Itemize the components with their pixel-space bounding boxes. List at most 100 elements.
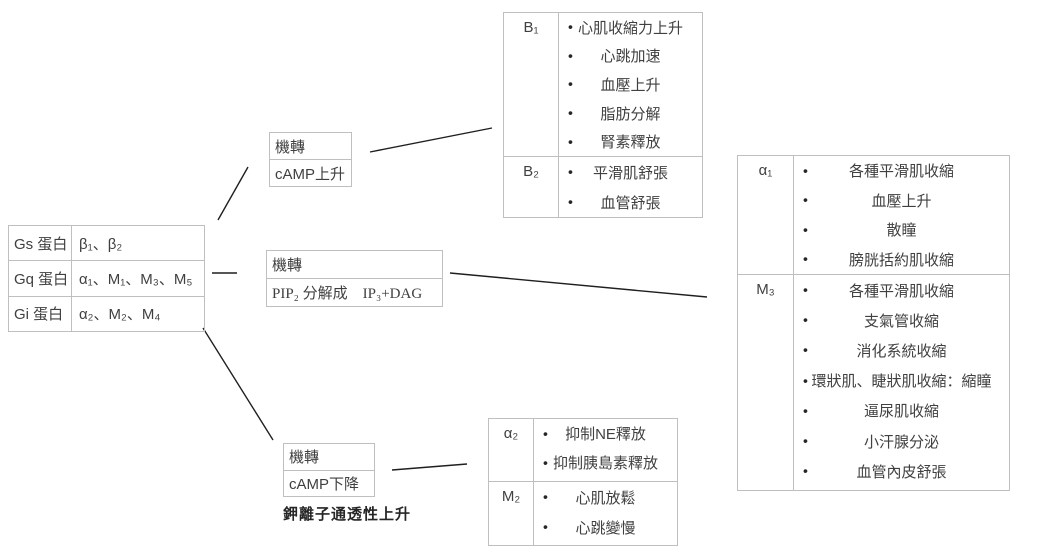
- g-protein-table-row: Gi 蛋白 α₂、M₂、M₄: [9, 295, 204, 331]
- connector-pip2-to-alpha1-m3-table: [449, 272, 708, 298]
- b1-receptor-label: B₁: [504, 13, 559, 156]
- bullet-icon: •: [803, 250, 808, 267]
- mechanism-box-title: 機轉: [289, 449, 320, 467]
- bullet-icon: •: [543, 488, 548, 505]
- b2-section: B₂ • 平滑肌舒張 • 血管舒張: [504, 156, 702, 217]
- mechanism-box-camp-up: 機轉 cAMP上升: [269, 132, 352, 187]
- connector-camp-down-to-alpha2-m2-table: [391, 463, 468, 471]
- bullet-icon: •: [803, 432, 808, 449]
- m3-section: M₃ • 各種平滑肌收縮 • 支氣管收縮 • 消化系統收縮 • 環狀肌、睫狀肌收…: [738, 274, 1009, 490]
- effect-item: • 抑制胰島素釋放: [534, 448, 677, 477]
- effect-text: 腎素釋放: [600, 134, 661, 152]
- effect-text: 各種平滑肌收縮: [848, 163, 954, 181]
- alpha2-m2-receptor-table: α₂ • 抑制NE釋放 • 抑制胰島素釋放 M₂ • 心肌放鬆: [488, 418, 678, 546]
- effect-text: 消化系統收縮: [856, 342, 947, 360]
- effect-text: 散瞳: [886, 222, 917, 240]
- effect-text: 各種平滑肌收縮: [848, 282, 954, 300]
- bullet-icon: •: [803, 372, 808, 389]
- connector-gi-to-camp-down: [202, 327, 274, 441]
- effect-item: • 脂肪分解: [559, 99, 702, 128]
- b1-section: B₁ • 心肌收縮力上升 • 心跳加速 • 血壓上升 • 脂肪分解: [504, 13, 702, 156]
- effect-item: • 抑制NE釋放: [534, 419, 677, 448]
- beta-receptor-table: B₁ • 心肌收縮力上升 • 心跳加速 • 血壓上升 • 脂肪分解: [503, 12, 703, 218]
- effect-item: • 小汗腺分泌: [794, 426, 1009, 456]
- g-protein-receptors-cell: α₁、M₁、M₃、M₅: [79, 270, 193, 288]
- bullet-icon: •: [803, 221, 808, 238]
- effect-item: • 消化系統收縮: [794, 335, 1009, 365]
- b1-effect-list: • 心肌收縮力上升 • 心跳加速 • 血壓上升 • 脂肪分解 • 腎素釋放: [559, 13, 702, 156]
- effect-text: 血壓上升: [871, 192, 932, 210]
- effect-item: • 膀胱括約肌收縮: [794, 245, 1009, 275]
- g-protein-receptors-cell: α₂、M₂、M₄: [79, 306, 161, 324]
- bullet-icon: •: [543, 424, 548, 441]
- bullet-icon: •: [568, 104, 573, 121]
- bullet-icon: •: [568, 47, 573, 64]
- effect-text: 支氣管收縮: [863, 312, 939, 330]
- effect-item: • 逼尿肌收縮: [794, 396, 1009, 426]
- b2-effect-list: • 平滑肌舒張 • 血管舒張: [559, 157, 702, 217]
- g-protein-table: Gs 蛋白 β₁、β₂ Gq 蛋白 α₁、M₁、M₃、M₅ Gi 蛋白 α₂、M…: [8, 225, 205, 332]
- mechanism-box-pip2: 機轉 PIP₂ 分解成 IP₃+DAG: [266, 250, 443, 307]
- m2-section: M₂ • 心肌放鬆 • 心跳變慢: [489, 481, 677, 545]
- mechanism-box-value: cAMP上升: [270, 159, 351, 186]
- effect-text: 平滑肌舒張: [592, 164, 668, 182]
- effect-text: 環狀肌、睫狀肌收縮：縮瞳: [811, 373, 992, 391]
- effect-item: • 血管內皮舒張: [794, 456, 1009, 486]
- effect-item: • 平滑肌舒張: [559, 157, 702, 187]
- effect-text: 小汗腺分泌: [863, 433, 939, 451]
- bullet-icon: •: [568, 133, 573, 150]
- effect-text: 抑制NE釋放: [565, 426, 646, 443]
- effect-item: • 環狀肌、睫狀肌收縮：縮瞳: [794, 366, 1009, 396]
- effect-item: • 各種平滑肌收縮: [794, 156, 1009, 186]
- effect-text: 抑制胰島素釋放: [552, 455, 658, 472]
- alpha1-effect-list: • 各種平滑肌收縮 • 血壓上升 • 散瞳 • 膀胱括約肌收縮: [794, 156, 1009, 274]
- alpha1-section: α₁ • 各種平滑肌收縮 • 血壓上升 • 散瞳 • 膀胱括約肌收縮: [738, 156, 1009, 274]
- effect-item: • 心肌收縮力上升: [559, 13, 702, 42]
- effect-text: 血壓上升: [600, 76, 661, 94]
- connector-gs-to-camp-up: [217, 166, 249, 221]
- effect-text: 心跳加速: [600, 48, 661, 66]
- effect-text: 膀胱括約肌收縮: [848, 251, 954, 269]
- bullet-icon: •: [568, 75, 573, 92]
- bullet-icon: •: [568, 18, 573, 35]
- bullet-icon: •: [568, 163, 573, 180]
- m3-effect-list: • 各種平滑肌收縮 • 支氣管收縮 • 消化系統收縮 • 環狀肌、睫狀肌收縮：縮…: [794, 275, 1009, 490]
- potassium-permeability-note: 鉀離子通透性上升: [283, 506, 412, 523]
- b2-receptor-label: B₂: [504, 157, 559, 217]
- mechanism-box-title: 機轉: [272, 257, 303, 274]
- effect-text: 心跳變慢: [575, 519, 636, 537]
- bullet-icon: •: [568, 193, 573, 210]
- bullet-icon: •: [803, 311, 808, 328]
- bullet-icon: •: [803, 462, 808, 479]
- effect-text: 脂肪分解: [600, 105, 661, 123]
- bullet-icon: •: [543, 453, 548, 470]
- m2-receptor-label: M₂: [489, 482, 534, 545]
- effect-item: • 血壓上升: [794, 186, 1009, 216]
- effect-text: 逼尿肌收縮: [863, 403, 939, 421]
- m2-effect-list: • 心肌放鬆 • 心跳變慢: [534, 482, 677, 545]
- g-protein-name-cell: Gi 蛋白: [9, 296, 72, 331]
- effect-item: • 腎素釋放: [559, 127, 702, 156]
- alpha1-receptor-label: α₁: [738, 156, 794, 274]
- mechanism-box-title: 機轉: [275, 138, 306, 156]
- alpha1-m3-receptor-table: α₁ • 各種平滑肌收縮 • 血壓上升 • 散瞳 • 膀胱括約肌收縮: [737, 155, 1010, 491]
- effect-item: • 心跳變慢: [534, 512, 677, 542]
- bullet-icon: •: [543, 518, 548, 535]
- g-protein-receptors-cell: β₁、β₂: [79, 235, 123, 253]
- effect-item: • 心肌放鬆: [534, 482, 677, 512]
- effect-item: • 血壓上升: [559, 70, 702, 99]
- alpha2-section: α₂ • 抑制NE釋放 • 抑制胰島素釋放: [489, 419, 677, 481]
- mechanism-box-value: PIP₂ 分解成 IP₃+DAG: [267, 278, 442, 306]
- connector-camp-up-to-beta-table: [369, 127, 493, 153]
- effect-text: 血管內皮舒張: [856, 463, 947, 481]
- bullet-icon: •: [803, 281, 808, 298]
- effect-item: • 心跳加速: [559, 42, 702, 71]
- g-protein-table-row: Gq 蛋白 α₁、M₁、M₃、M₅: [9, 260, 204, 296]
- effect-text: 心肌放鬆: [575, 489, 636, 507]
- effect-item: • 各種平滑肌收縮: [794, 275, 1009, 305]
- bullet-icon: •: [803, 341, 808, 358]
- bullet-icon: •: [803, 191, 808, 208]
- bullet-icon: •: [803, 402, 808, 419]
- mechanism-box-camp-down: 機轉 cAMP下降: [283, 443, 375, 497]
